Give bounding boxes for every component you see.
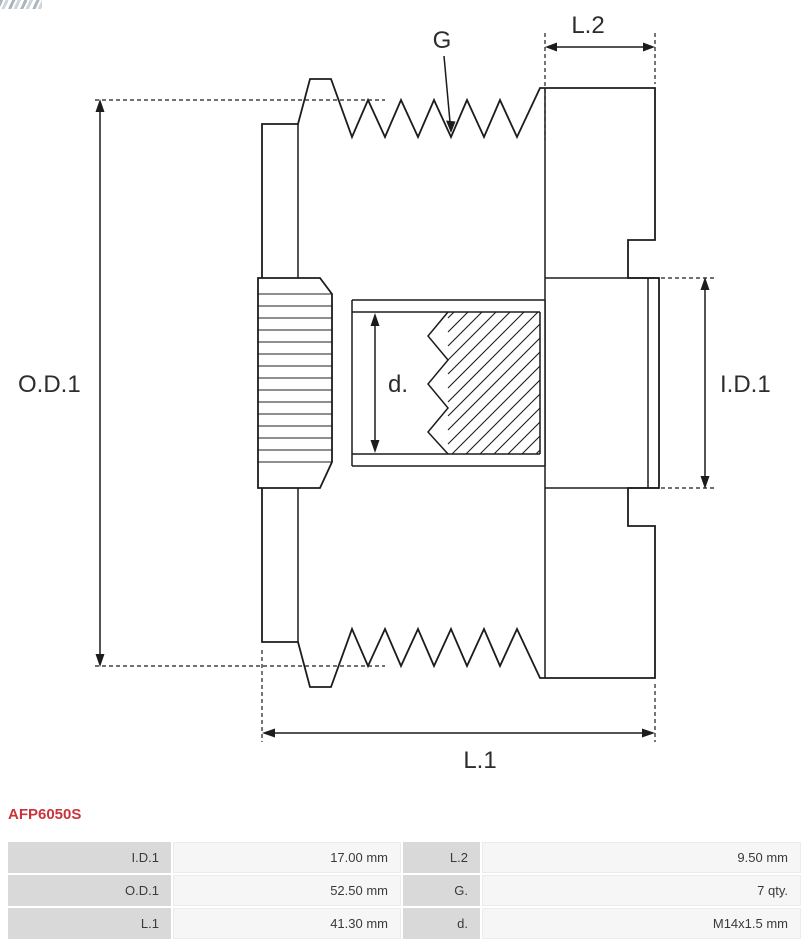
dimension-id1: I.D.1 [661, 277, 771, 489]
spec-l2-label: L.2 [403, 842, 480, 873]
bore-area [352, 300, 545, 466]
l1-extension-lines [261, 650, 656, 742]
pulley-technical-drawing: O.D.1 L.2 G I.D.1 d. [18, 12, 771, 774]
d-arrow-down [370, 440, 380, 453]
thread-profile-zigzag [427, 311, 449, 455]
spec-d-label: d. [403, 908, 480, 939]
g-label: G [433, 27, 452, 54]
d-label: d. [388, 371, 408, 398]
spec-d-value: M14x1.5 mm [482, 908, 801, 939]
spec-l1-label: L.1 [8, 908, 171, 939]
spec-l2-value: 9.50 mm [482, 842, 801, 873]
l1-arrow-left [262, 728, 275, 738]
id1-arrow-down [700, 476, 710, 489]
dimension-d: d. [370, 313, 408, 453]
l2-arrow-left [545, 42, 557, 52]
l1-arrow-right [642, 728, 655, 738]
l2-arrow-right [643, 42, 655, 52]
spec-od1-label: O.D.1 [8, 875, 171, 906]
od1-arrow-down [95, 654, 105, 667]
dimension-l1: L.1 [261, 650, 656, 774]
thread-hatch [447, 311, 541, 455]
dimension-l2: L.2 [544, 12, 656, 140]
dimension-g: G [433, 27, 456, 133]
knurl-lines [258, 293, 332, 463]
bore-lines [351, 299, 546, 467]
thread-bore-section [351, 299, 546, 467]
id1-extension-lines [661, 277, 714, 489]
spec-row-3: L.1 41.30 mm d. M14x1.5 mm [8, 908, 801, 939]
g-arrow [446, 120, 456, 133]
knurl-section [257, 277, 333, 489]
d-arrow-up [370, 313, 380, 326]
spec-l1-value: 41.30 mm [173, 908, 401, 939]
knurl-body [257, 277, 333, 489]
dimension-od1: O.D.1 [18, 99, 385, 667]
logo-fragment [0, 0, 42, 9]
spec-row-2: O.D.1 52.50 mm G. 7 qty. [8, 875, 801, 906]
g-leader-line [443, 55, 451, 123]
spec-od1-value: 52.50 mm [173, 875, 401, 906]
spec-id1-label: I.D.1 [8, 842, 171, 873]
spec-id1-value: 17.00 mm [173, 842, 401, 873]
id1-label: I.D.1 [720, 371, 771, 398]
od1-label: O.D.1 [18, 371, 81, 398]
spec-table: I.D.1 17.00 mm L.2 9.50 mm O.D.1 52.50 m… [6, 840, 803, 941]
l1-label: L.1 [463, 747, 496, 774]
hub-bore-lines [545, 277, 659, 489]
od1-extension-lines [95, 99, 385, 667]
spec-row-1: I.D.1 17.00 mm L.2 9.50 mm [8, 842, 801, 873]
spec-g-label: G. [403, 875, 480, 906]
part-number: AFP6050S [8, 806, 82, 823]
id1-arrow-up [700, 277, 710, 290]
od1-arrow-up [95, 99, 105, 112]
l2-extension-lines [544, 33, 656, 140]
spec-g-value: 7 qty. [482, 875, 801, 906]
l2-label: L.2 [571, 12, 604, 39]
